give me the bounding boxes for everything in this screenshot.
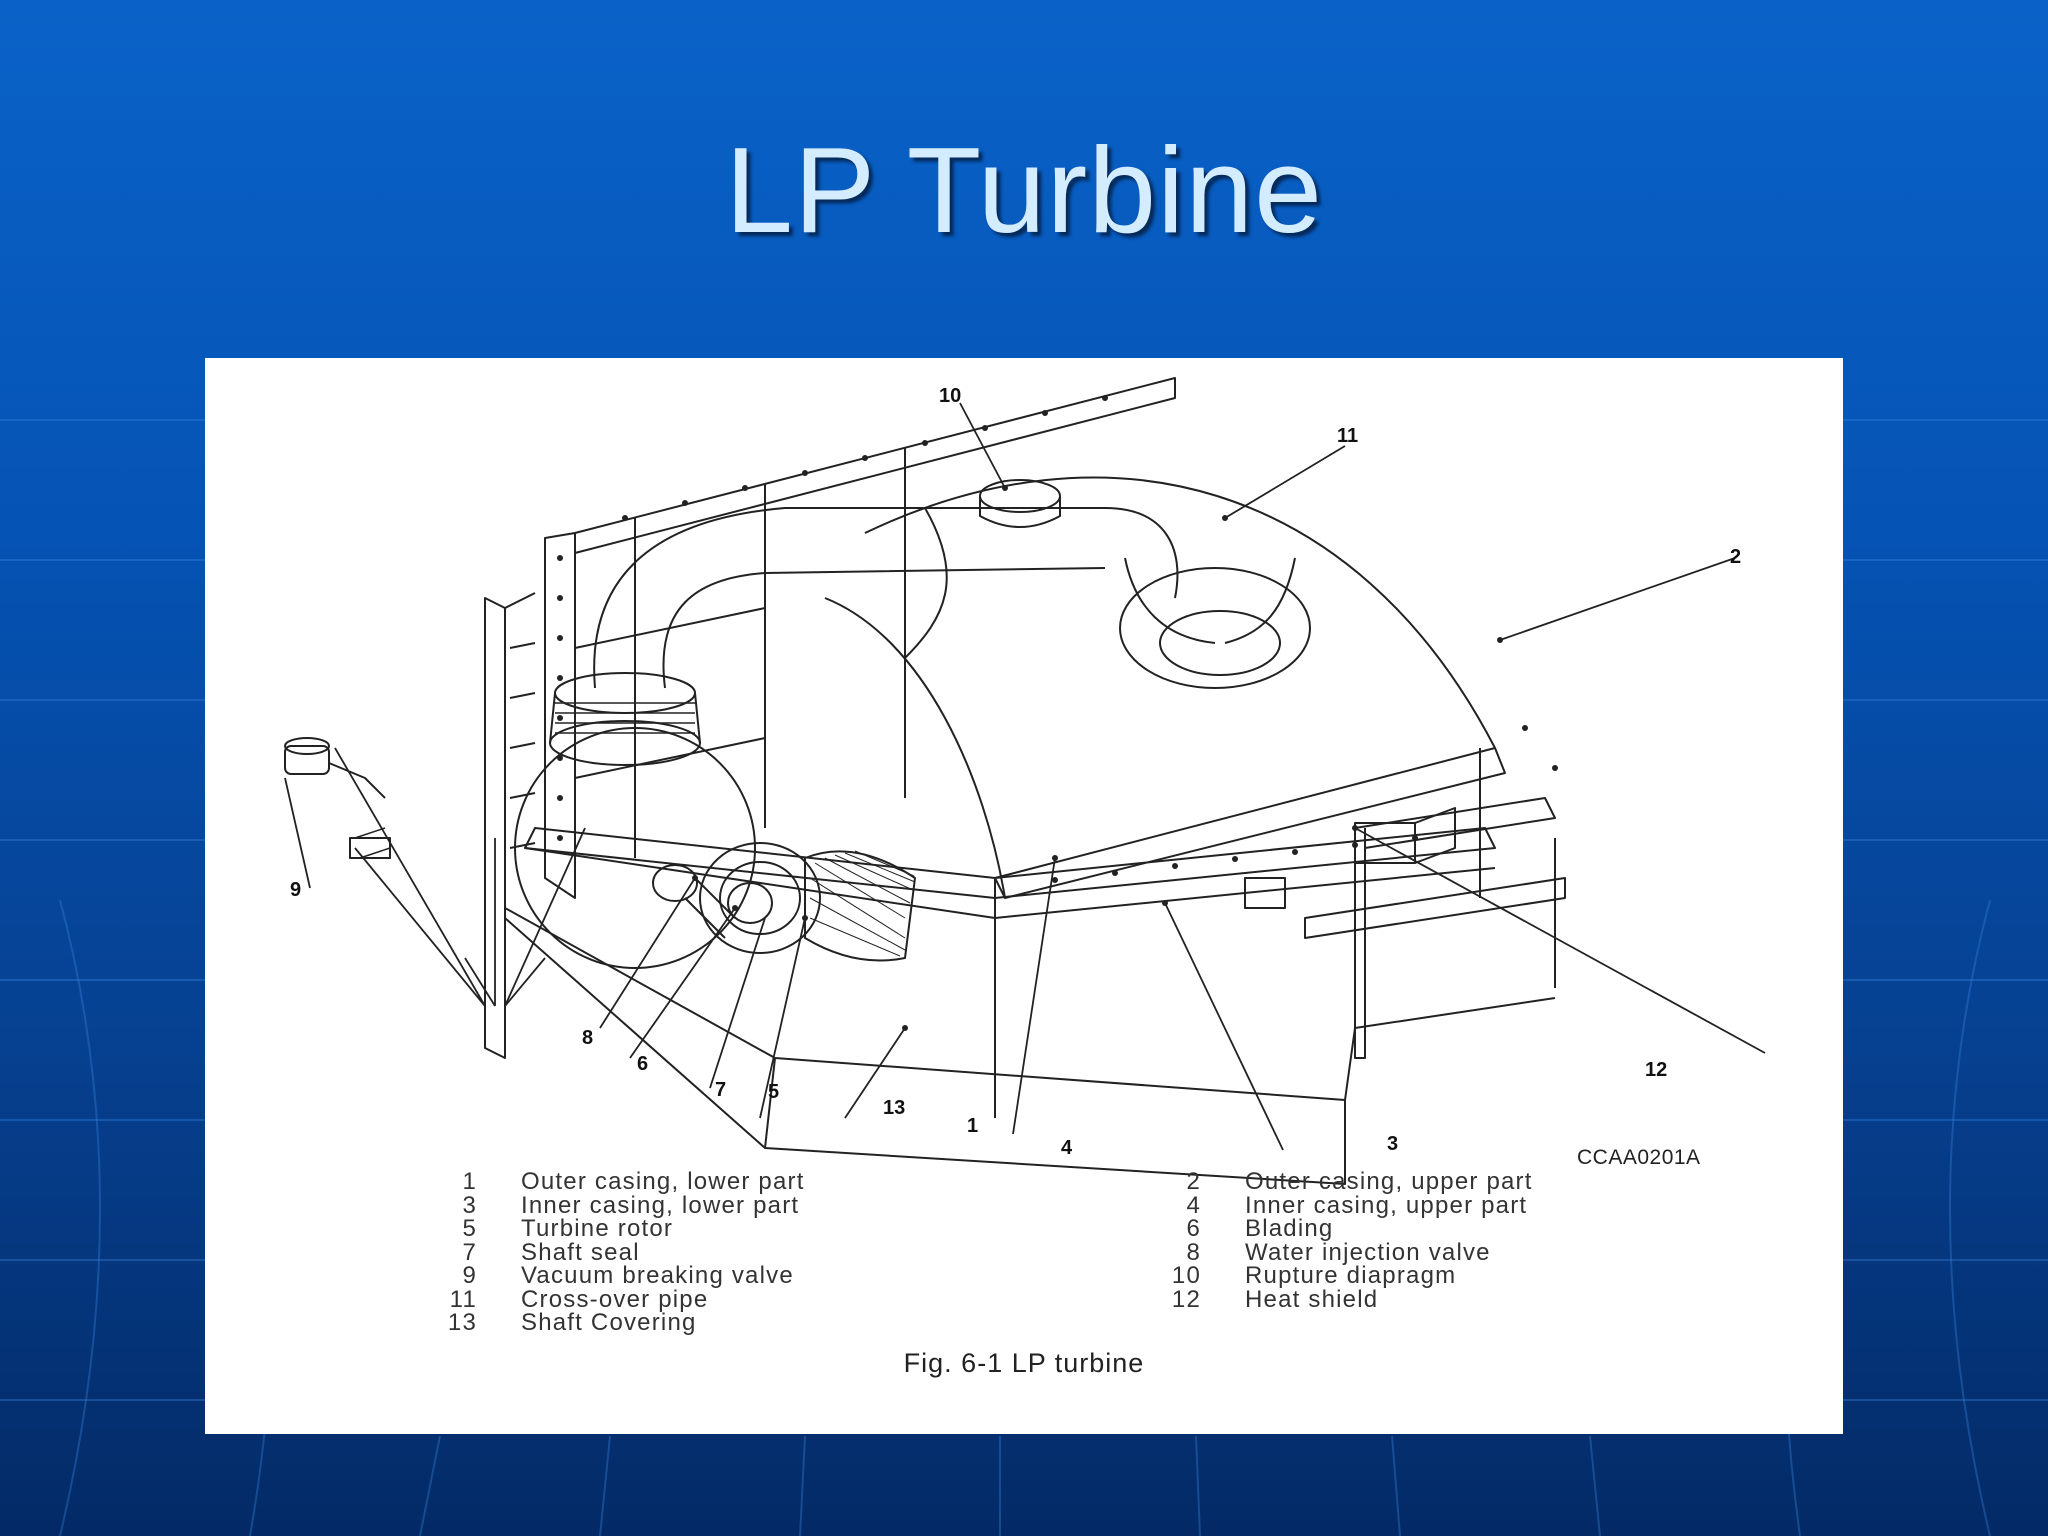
- legend-text: Rupture diapragm: [1245, 1262, 1457, 1289]
- legend-number: 8: [1186, 1238, 1201, 1266]
- legend-item: 13 Shaft Covering: [423, 1311, 805, 1335]
- callout-9: 9: [290, 879, 301, 901]
- callout-6: 6: [637, 1053, 648, 1075]
- legend-text: Water injection valve: [1245, 1238, 1491, 1266]
- legend-number: 1: [462, 1168, 477, 1195]
- legend-item: 7 Shaft seal: [423, 1238, 805, 1266]
- legend-item: 4 Inner casing, upper part: [1147, 1191, 1533, 1219]
- legend-text: Turbine rotor: [521, 1215, 674, 1242]
- legend-number: 4: [1186, 1191, 1201, 1219]
- legend-number: 10: [1171, 1262, 1201, 1289]
- legend-item: 9 Vacuum breaking valve: [423, 1264, 805, 1288]
- legend-item: 3 Inner casing, lower part: [423, 1191, 805, 1219]
- legend-item: 5 Turbine rotor: [423, 1217, 805, 1241]
- legend-number: 3: [462, 1191, 477, 1219]
- callout-13: 13: [883, 1097, 905, 1119]
- legend-item: 2 Outer casing, upper part: [1147, 1170, 1533, 1194]
- legend-text: Inner casing, upper part: [1245, 1191, 1528, 1219]
- legend-number: 6: [1186, 1215, 1201, 1242]
- drawing-code: CCAA0201A: [1577, 1146, 1701, 1169]
- legend-text: Heat shield: [1245, 1285, 1379, 1313]
- legend-item: 8 Water injection valve: [1147, 1238, 1533, 1266]
- slide-title: LP Turbine: [725, 122, 1323, 258]
- legend-text: Outer casing, lower part: [521, 1168, 805, 1195]
- legend-item: 6 Blading: [1147, 1217, 1533, 1241]
- legend-number: 11: [449, 1285, 477, 1313]
- callout-11: 11: [1337, 425, 1358, 447]
- legend-text: Outer casing, upper part: [1245, 1168, 1533, 1195]
- legend-text: Blading: [1245, 1215, 1334, 1242]
- legend-number: 2: [1186, 1168, 1201, 1195]
- figure-panel: 10 11 2 9 8 6 7 5 13 1 4 3 12 CCAA0201A …: [205, 358, 1843, 1434]
- callout-5: 5: [768, 1081, 779, 1103]
- legend-number: 12: [1171, 1285, 1201, 1313]
- legend-item: 10 Rupture diapragm: [1147, 1264, 1533, 1288]
- legend-item: 11 Cross-over pipe: [423, 1285, 805, 1313]
- legend-number: 9: [462, 1262, 477, 1289]
- legend-item: 1 Outer casing, lower part: [423, 1170, 805, 1194]
- callout-7: 7: [715, 1079, 726, 1101]
- lp-turbine-drawing: 10 11 2 9 8 6 7 5 13 1 4 3 12: [284, 377, 1766, 1185]
- legend-number: 5: [462, 1215, 477, 1242]
- callout-4: 4: [1061, 1137, 1073, 1159]
- legend-left: 1 Outer casing, lower part 3 Inner casing,…: [423, 1170, 805, 1335]
- figure-caption: Fig. 6-1 LP turbine: [903, 1348, 1145, 1378]
- legend-text: Shaft Covering: [521, 1309, 697, 1336]
- legend-text: Shaft seal: [521, 1238, 640, 1266]
- legend-number: 7: [462, 1238, 477, 1266]
- callout-8: 8: [582, 1027, 593, 1049]
- legend-text: Cross-over pipe: [521, 1285, 709, 1313]
- legend-text: Vacuum breaking valve: [521, 1262, 794, 1289]
- callout-1: 1: [967, 1115, 978, 1137]
- callout-2: 2: [1730, 546, 1741, 568]
- legend-text: Inner casing, lower part: [521, 1191, 800, 1219]
- callout-10: 10: [939, 385, 961, 407]
- legend-number: 13: [447, 1309, 477, 1336]
- legend-right: 2 Outer casing, upper part 4 Inner casing,…: [1147, 1170, 1533, 1311]
- legend-item: 12 Heat shield: [1147, 1285, 1533, 1313]
- callout-12: 12: [1645, 1059, 1667, 1081]
- callout-3: 3: [1387, 1133, 1398, 1155]
